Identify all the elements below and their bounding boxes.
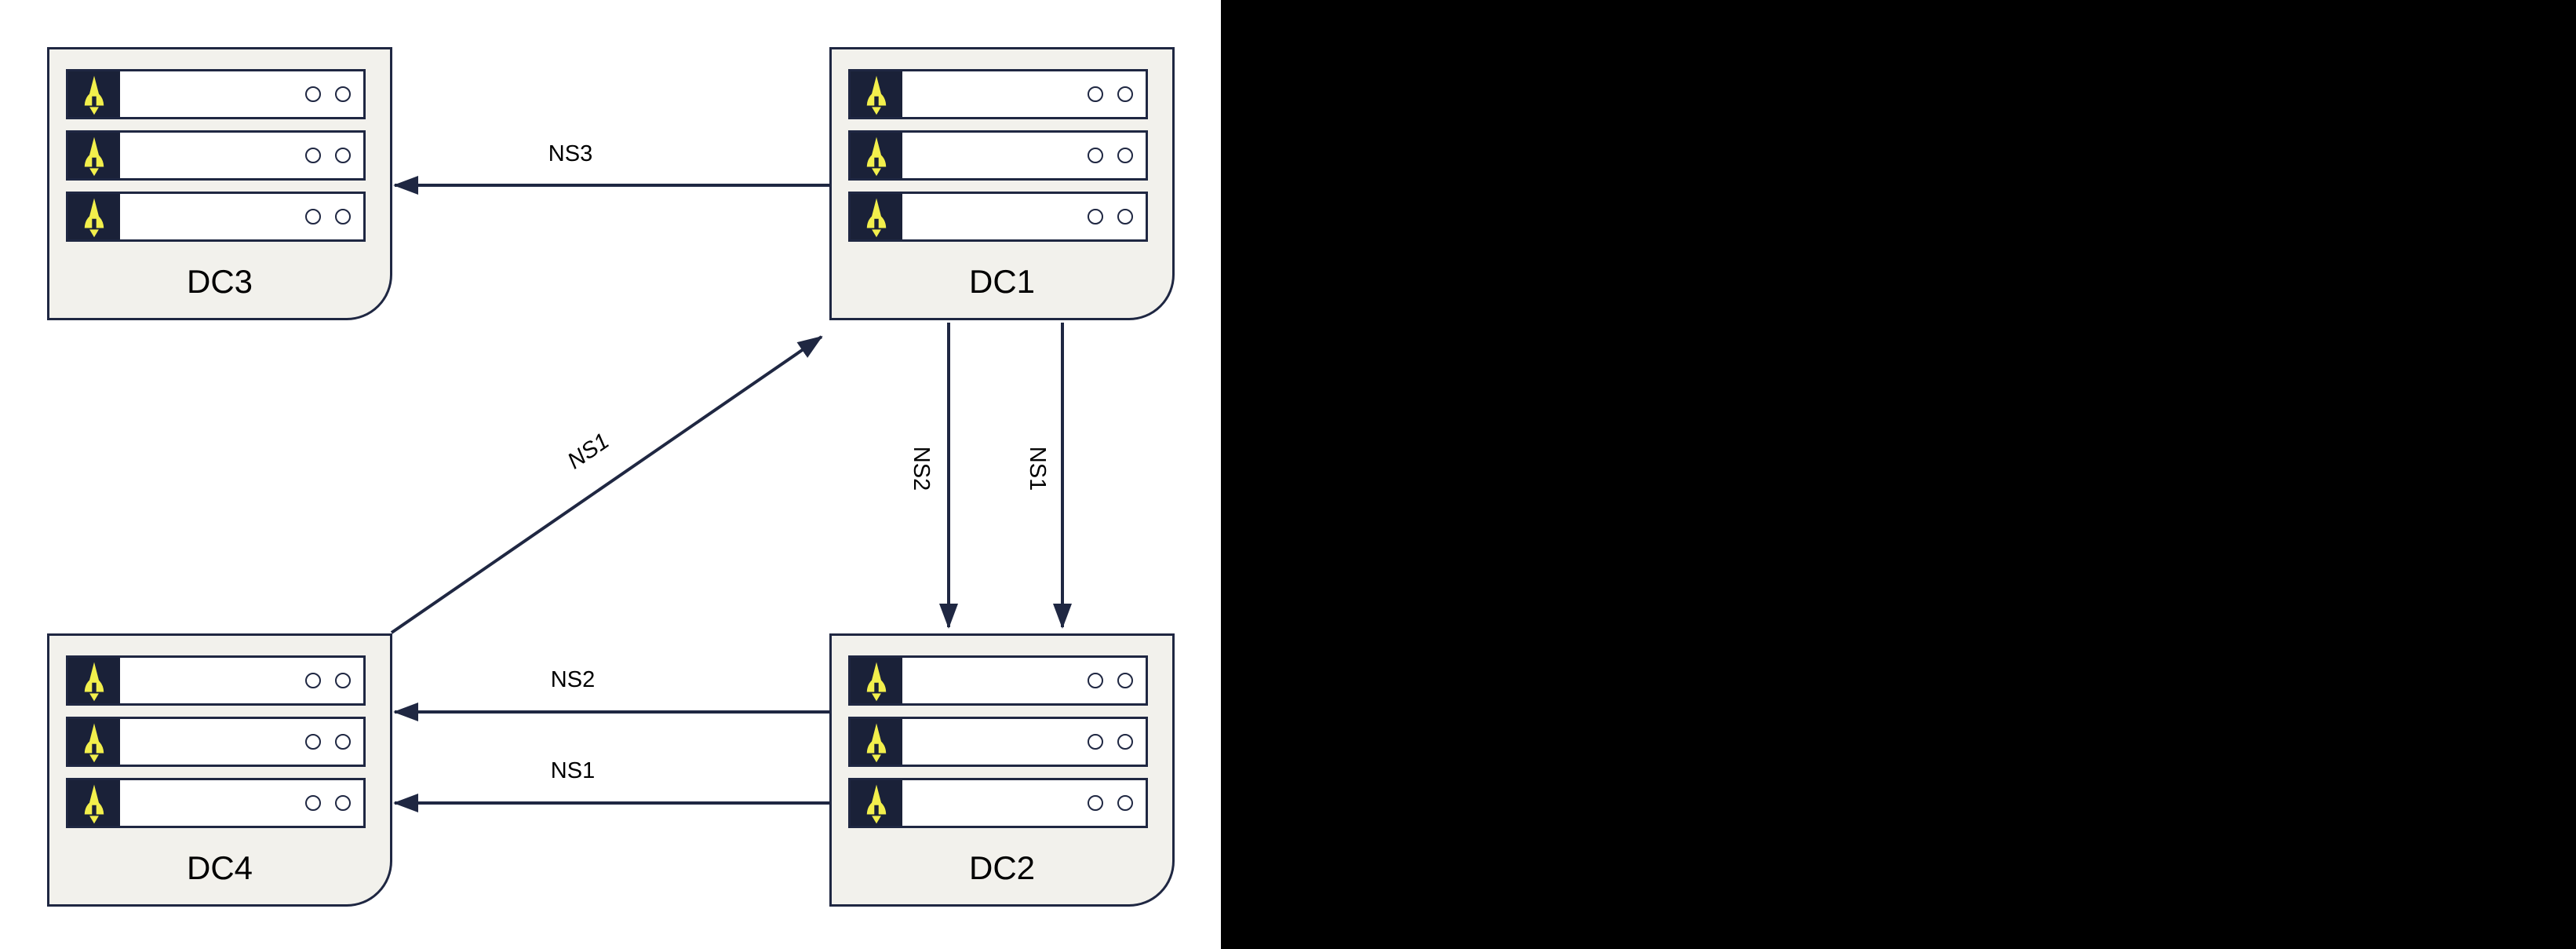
server-row — [66, 717, 366, 767]
server-row — [66, 69, 366, 119]
server-stack — [66, 655, 366, 839]
rocket-icon — [851, 658, 902, 703]
server-row-body — [902, 133, 1146, 178]
server-row-body — [902, 71, 1146, 117]
status-led — [1088, 734, 1103, 750]
server-stack — [66, 69, 366, 253]
server-row — [848, 192, 1148, 242]
status-led — [1088, 148, 1103, 163]
status-led — [335, 795, 351, 811]
server-row-body — [120, 658, 363, 703]
edge-label-ns2-dc1-dc2: NS2 — [909, 446, 934, 491]
rocket-icon — [851, 133, 902, 178]
status-led — [1117, 673, 1133, 688]
dc-label: DC2 — [968, 849, 1036, 886]
server-row — [848, 778, 1148, 828]
status-led — [305, 734, 321, 750]
status-led — [335, 86, 351, 102]
status-led — [1088, 795, 1103, 811]
server-stack — [848, 655, 1148, 839]
black-panel — [1221, 0, 2576, 949]
rocket-icon — [851, 780, 902, 826]
server-row-body — [120, 194, 363, 239]
status-led — [305, 673, 321, 688]
status-led — [335, 148, 351, 163]
server-row — [66, 655, 366, 706]
status-led — [1117, 734, 1133, 750]
dc-box-dc4: DC4 — [47, 633, 392, 907]
rocket-icon — [68, 658, 120, 703]
server-row — [66, 778, 366, 828]
server-row — [848, 717, 1148, 767]
server-row — [848, 130, 1148, 181]
edge-label-ns1-dc2-dc4: NS1 — [550, 758, 596, 783]
status-led — [1117, 148, 1133, 163]
server-row — [848, 69, 1148, 119]
dc-label: DC3 — [186, 263, 253, 300]
rocket-icon — [851, 194, 902, 239]
server-row-body — [902, 658, 1146, 703]
status-led — [335, 734, 351, 750]
server-row — [66, 192, 366, 242]
rocket-icon — [851, 719, 902, 765]
server-row — [848, 655, 1148, 706]
status-led — [1117, 795, 1133, 811]
rocket-icon — [68, 133, 120, 178]
edge-label-ns2-dc2-dc4: NS2 — [550, 667, 596, 692]
edge-label-ns1-dc1-dc2: NS1 — [1025, 446, 1050, 491]
rocket-icon — [68, 719, 120, 765]
rocket-icon — [851, 71, 902, 117]
server-row-body — [120, 780, 363, 826]
dc-box-dc3: DC3 — [47, 47, 392, 320]
status-led — [335, 673, 351, 688]
rocket-icon — [68, 780, 120, 826]
status-led — [1088, 673, 1103, 688]
dc-box-dc2: DC2 — [829, 633, 1175, 907]
status-led — [305, 795, 321, 811]
edge-label-ns3-dc1-dc3: NS3 — [548, 141, 593, 166]
rocket-icon — [68, 71, 120, 117]
status-led — [305, 148, 321, 163]
server-row-body — [902, 719, 1146, 765]
status-led — [305, 209, 321, 224]
edge-label-ns1-dc4-dc1: NS1 — [563, 428, 614, 475]
dc-label: DC4 — [186, 849, 253, 886]
server-row-body — [120, 719, 363, 765]
status-led — [1117, 209, 1133, 224]
status-led — [305, 86, 321, 102]
status-led — [1117, 86, 1133, 102]
dc-box-dc1: DC1 — [829, 47, 1175, 320]
edge-ns1-dc4-dc1 — [390, 335, 823, 634]
server-row-body — [120, 71, 363, 117]
status-led — [335, 209, 351, 224]
rocket-icon — [68, 194, 120, 239]
status-led — [1088, 86, 1103, 102]
server-row-body — [120, 133, 363, 178]
server-row-body — [902, 780, 1146, 826]
server-row-body — [902, 194, 1146, 239]
status-led — [1088, 209, 1103, 224]
dc-label: DC1 — [968, 263, 1036, 300]
server-stack — [848, 69, 1148, 253]
server-row — [66, 130, 366, 181]
